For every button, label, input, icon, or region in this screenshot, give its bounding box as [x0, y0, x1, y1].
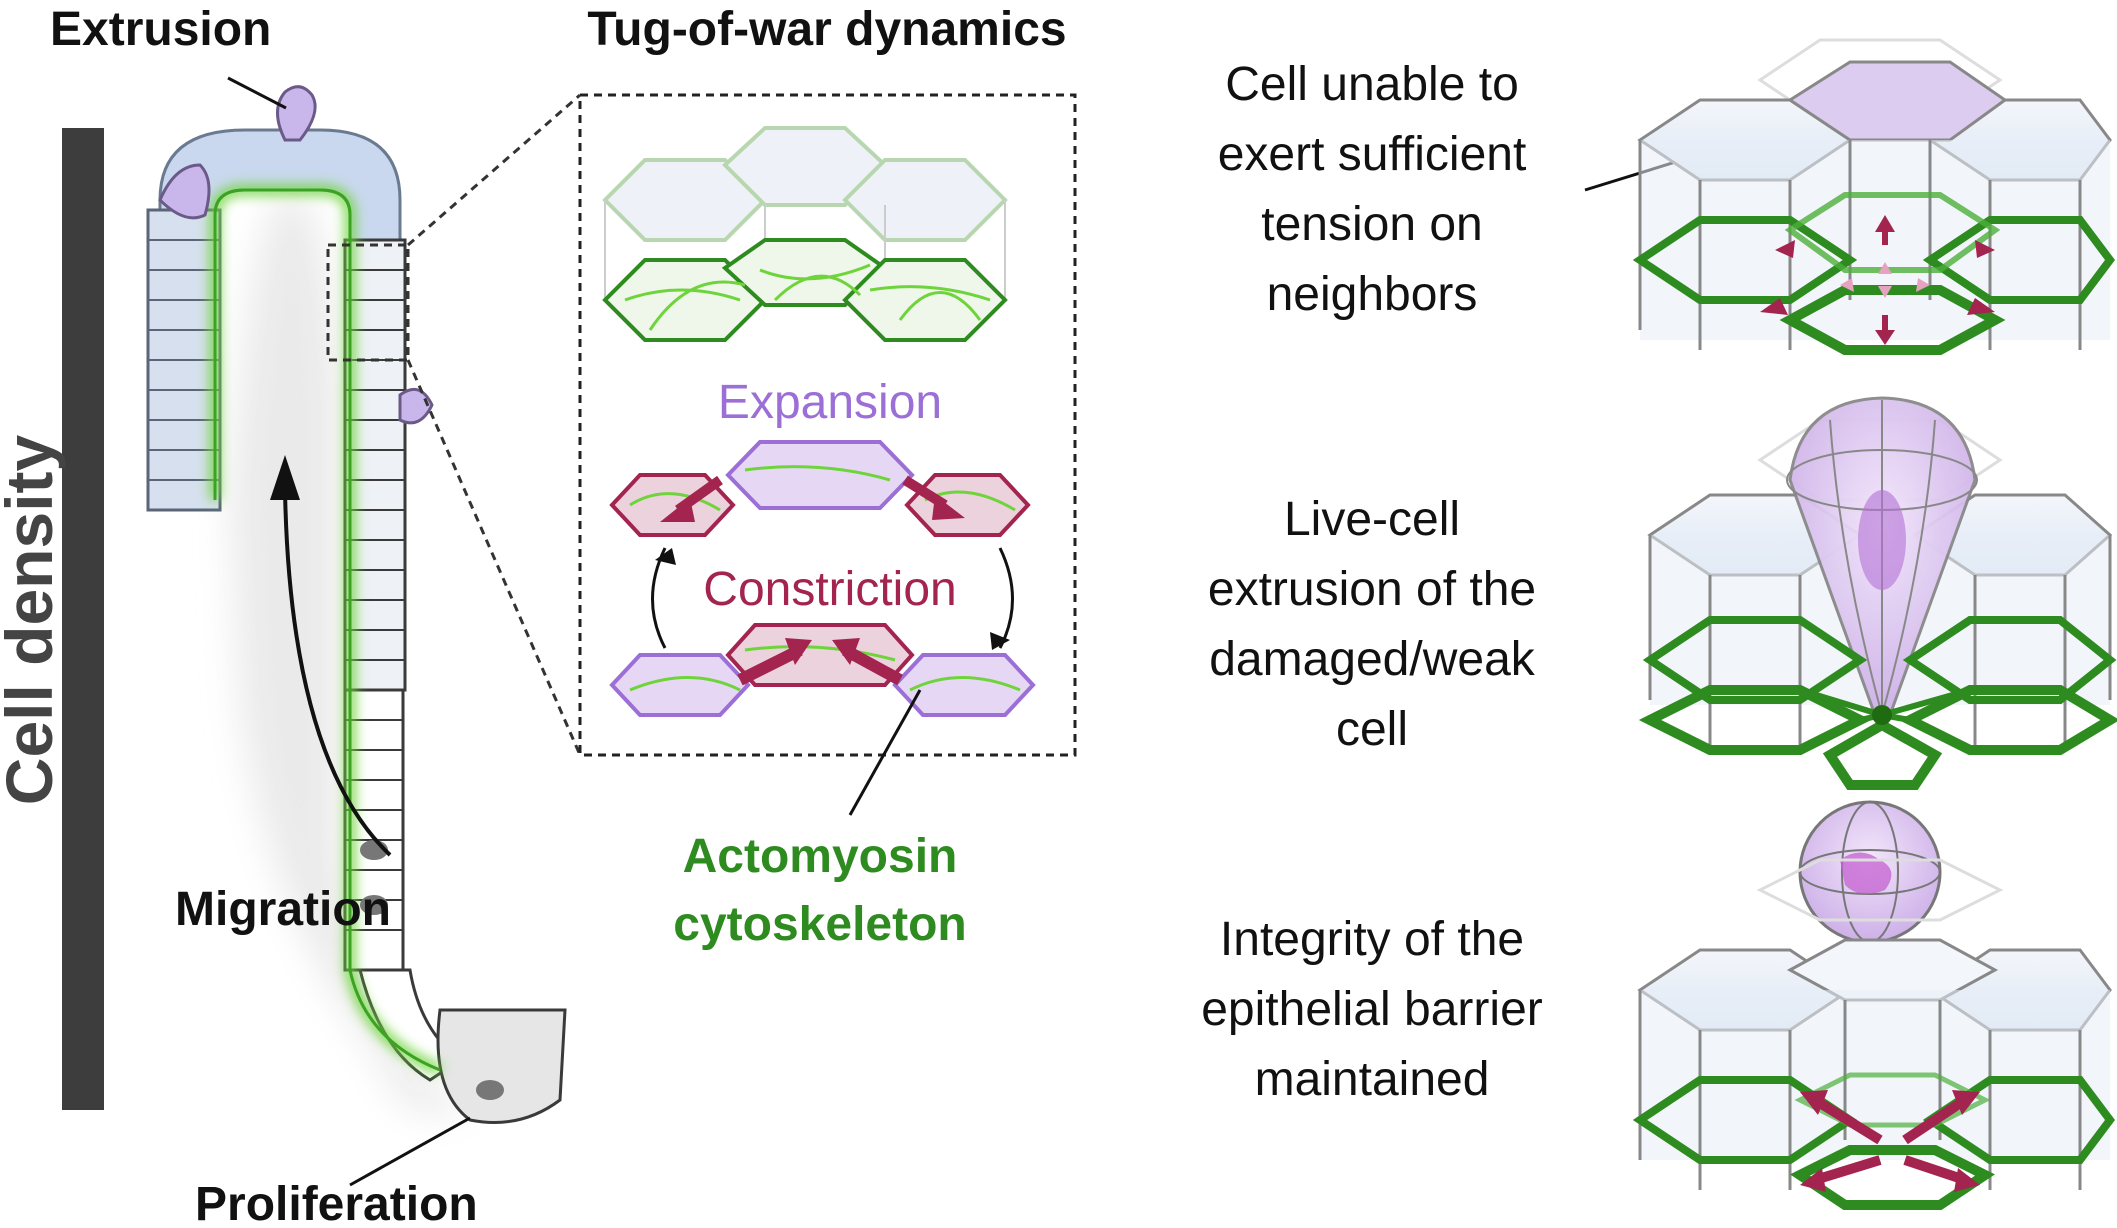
- actomyosin-label-line1: Actomyosin: [683, 830, 958, 883]
- cell-density-label: Cell density: [0, 434, 66, 805]
- zoom-connector-top: [407, 93, 581, 247]
- panel-1-illustration: [1632, 38, 2115, 355]
- proliferation-pointer: [349, 1116, 471, 1187]
- panel-3-text: Integrity of the epithelial barrier main…: [1201, 913, 1543, 1106]
- actomyosin-label-line2: cytoskeleton: [673, 898, 966, 951]
- panel-2-line-2: extrusion of the: [1208, 563, 1536, 616]
- constriction-label: Constriction: [703, 563, 956, 616]
- panel-1-line-4: neighbors: [1267, 268, 1478, 321]
- cycle-arrow-left: [651, 547, 667, 649]
- extrusion-pointer: [227, 76, 287, 110]
- migration-arrowhead: [270, 455, 300, 500]
- panel-2-line-3: damaged/weak: [1209, 633, 1536, 686]
- constriction-row: [609, 623, 1036, 717]
- panel-3-line-1: Integrity of the: [1220, 913, 1524, 966]
- migration-label: Migration: [175, 883, 391, 936]
- tug-of-war-title: Tug-of-war dynamics: [587, 3, 1066, 56]
- expansion-label: Expansion: [718, 376, 942, 429]
- cycle-arrow-right: [998, 547, 1014, 649]
- panel-1-line-1: Cell unable to: [1225, 58, 1519, 111]
- panel-1-line-3: tension on: [1261, 198, 1483, 251]
- panel-1-text: Cell unable to exert sufficient tension …: [1218, 58, 1527, 321]
- zoom-connector-bottom: [406, 359, 582, 756]
- migration-arrow: [283, 489, 392, 857]
- panel-1-line-2: exert sufficient: [1218, 128, 1527, 181]
- panel-3-line-3: maintained: [1255, 1053, 1490, 1106]
- panel-2-line-1: Live-cell: [1284, 493, 1460, 546]
- zoom-box: [578, 93, 1077, 757]
- proliferation-label: Proliferation: [195, 1178, 478, 1228]
- extrusion-label: Extrusion: [50, 3, 271, 56]
- panel-2-text: Live-cell extrusion of the damaged/weak …: [1208, 493, 1536, 756]
- panel-2-line-4: cell: [1336, 703, 1408, 756]
- panel-3-line-2: epithelial barrier: [1201, 983, 1543, 1036]
- cell-density-wedge: [62, 128, 104, 1110]
- actomyosin-pointer: [848, 689, 922, 816]
- panel-3-illustration: [1632, 800, 2115, 1210]
- hexagon-prism-group: [602, 126, 1008, 342]
- villus-crypt: [146, 85, 567, 1124]
- expansion-row: [609, 440, 1031, 537]
- panel-2-illustration: [1638, 396, 2117, 790]
